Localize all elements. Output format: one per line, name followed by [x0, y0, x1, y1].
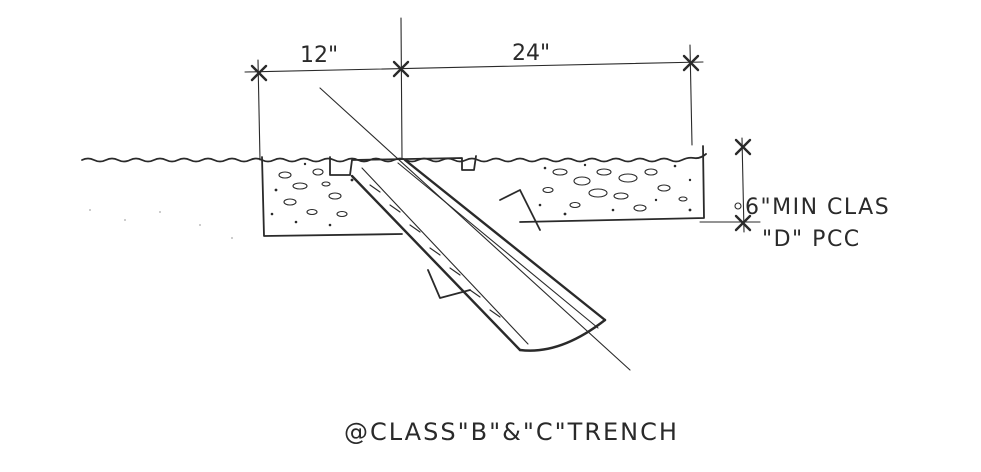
cleanout-collar	[329, 155, 477, 176]
dimension-label-right: 24"	[512, 41, 550, 66]
paper-smudges	[89, 209, 233, 239]
tick-left	[250, 64, 268, 82]
pipe-inner-wall-upper	[361, 167, 529, 345]
dimension-label-left: 12"	[300, 43, 338, 68]
callout-line-2: "D" PCC	[762, 227, 861, 252]
concrete-encasement-outline	[261, 145, 705, 237]
pipe-coupling	[427, 189, 541, 299]
tick-right	[682, 54, 700, 72]
pipe-shading	[369, 184, 501, 318]
pipe-outer-wall-lower	[403, 158, 607, 322]
tick-top	[734, 138, 752, 156]
tick-center	[392, 60, 410, 78]
callout-line-1: 6"MIN CLAS	[745, 195, 890, 220]
tick-bottom	[734, 214, 752, 232]
callout-dot	[734, 202, 742, 210]
right-dimension-line	[699, 137, 761, 233]
inclined-pipe	[350, 158, 607, 352]
concrete-stipple-dots	[270, 162, 692, 227]
pipe-inner-wall-lower	[397, 162, 599, 329]
top-dimension-line	[244, 17, 704, 161]
pipe-centerline	[319, 87, 631, 371]
concrete-aggregate-pattern	[278, 168, 688, 218]
pipe-end	[518, 318, 607, 352]
drawing-caption: @CLASS"B"&"C"TRENCH	[344, 418, 679, 446]
pipe-outer-wall-upper	[350, 174, 522, 352]
